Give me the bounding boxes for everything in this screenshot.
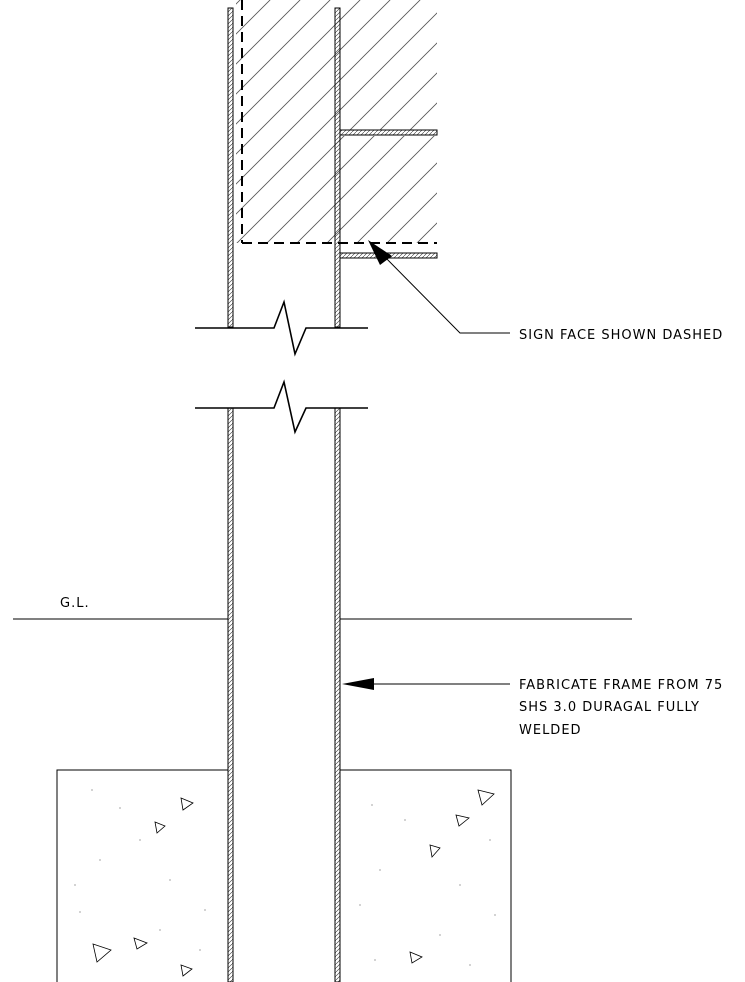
leader-arrowhead-sign-face: [368, 240, 392, 265]
concrete-footing: [56, 769, 512, 982]
label-frame-line-3: WELDED: [519, 723, 582, 738]
leader-arrowhead-frame: [342, 678, 374, 690]
label-ground-level: G.L.: [60, 596, 90, 611]
post-lower: [227, 407, 341, 982]
footing-left-outline: [56, 769, 228, 982]
post-upper: [227, 7, 341, 328]
break-lines: [195, 299, 368, 435]
concrete-aggregate-symbols: [92, 789, 495, 977]
concrete-speckles: [74, 789, 496, 966]
post-left-wall-lower: [227, 407, 234, 982]
post-left-wall-upper: [227, 7, 234, 328]
break-line-upper: [195, 299, 368, 357]
leader-frame: [342, 678, 510, 690]
post-right-wall-upper: [334, 7, 341, 328]
leader-sign-face: [368, 240, 510, 334]
post-right-wall-lower: [334, 407, 341, 982]
footing-right-outline: [340, 769, 512, 982]
label-frame-line-1: FABRICATE FRAME FROM 75: [519, 678, 723, 693]
label-sign-face-shown-dashed: SIGN FACE SHOWN DASHED: [519, 328, 723, 343]
upper-rail: [339, 129, 438, 136]
label-frame-line-2: SHS 3.0 DURAGAL FULLY: [519, 700, 700, 715]
break-line-lower: [195, 379, 368, 435]
